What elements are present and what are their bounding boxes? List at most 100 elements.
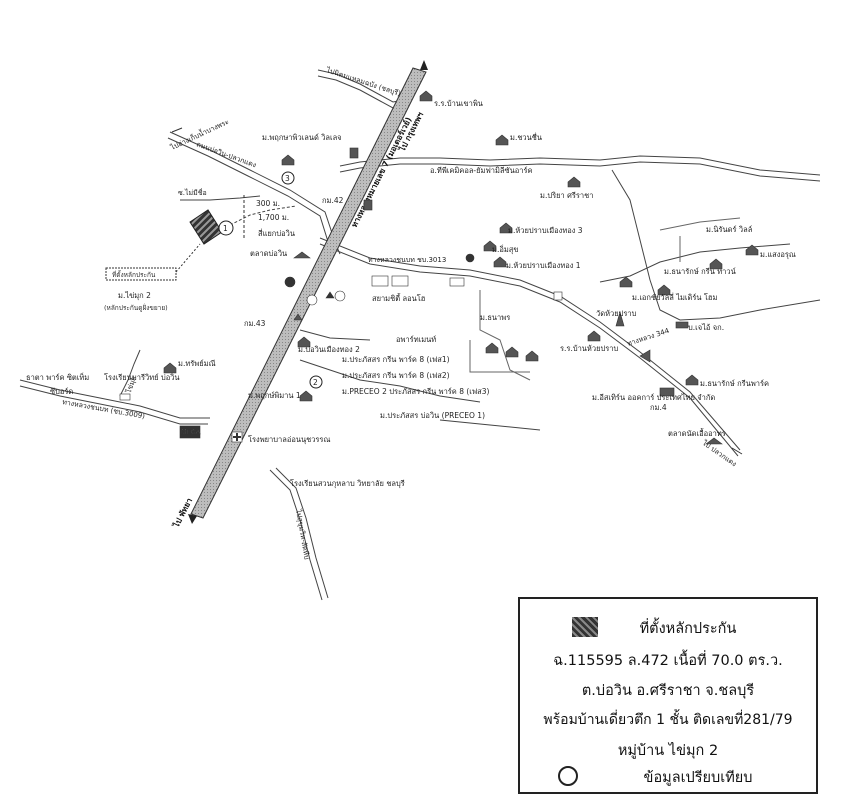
building-icon — [675, 321, 689, 329]
highway-7: ทางหลวงหมายเลข 7 (มอเตอร์เวย์) ไป กรุงเท… — [170, 60, 428, 530]
comparable-marker-2 — [309, 375, 323, 389]
distance-1700: 1,700 ม. — [258, 213, 289, 222]
label-factory-top: อ.ทีพีเคมิคอล-ยัมฟามิลีซันอาร์ค — [430, 166, 533, 175]
house-icon — [493, 256, 507, 268]
label-hospital: โรงพยาบาลอ่อนนุชวรรณ — [248, 435, 330, 444]
makro-icon — [179, 425, 201, 439]
market-icon — [705, 437, 723, 445]
road-top-east — [339, 155, 821, 176]
tree-icon — [325, 291, 335, 299]
legend-circle-icon — [558, 766, 578, 786]
house-icon — [567, 176, 581, 188]
house-icon — [685, 374, 699, 386]
road-arrow-west — [171, 127, 183, 133]
makro-label: MEGA — [181, 428, 201, 436]
label-sriracha-eastern: ซีบอร์ด — [50, 387, 73, 396]
road-label-344: ทางหลวง 344 — [626, 327, 671, 348]
building-icon — [659, 387, 675, 397]
road-left-lower — [119, 349, 141, 397]
house-icon — [419, 90, 433, 102]
legend-hatch-swatch — [572, 617, 598, 637]
house-icon — [505, 346, 519, 358]
road-right-branch — [611, 169, 821, 321]
tree-icon — [284, 276, 296, 288]
comparable-number-2: 2 — [313, 378, 318, 387]
house-icon — [745, 244, 759, 256]
building-icon — [119, 393, 131, 401]
label-company-right: บ.เจไอ้ จก. — [688, 323, 724, 332]
road-arrow-pluak — [731, 447, 743, 455]
road-label-3009: ทางหลวงชนบท (ชบ.3009) — [62, 398, 146, 420]
warehouse-icon — [449, 277, 465, 287]
road-network — [19, 69, 821, 601]
subject-leader — [175, 243, 201, 273]
subject-marker-number: 1 — [223, 224, 228, 233]
subject-parcel — [189, 209, 223, 245]
house-icon — [299, 390, 313, 402]
road-local-1 — [299, 359, 481, 403]
label-m-noble: ม.นิรันดร์ วิลล์ — [706, 225, 752, 234]
label-scg: สยามชิตี้ ลอนโฮ — [372, 293, 425, 303]
label-bowin-market: ตลาดบ่อวิน — [250, 249, 287, 258]
highway-north-arrow — [420, 60, 428, 70]
label-m-saensuk: ม.แสงอรุณ — [760, 250, 796, 259]
road-label-sukhumvit: ไปสุขุมวิท-สัตหีบ — [294, 508, 312, 560]
label-m-pariya: ม.ปริยา ศรีราชา — [540, 191, 593, 200]
house-icon — [281, 154, 295, 166]
label-apartment: อพาร์ทเมนท์ — [396, 335, 436, 344]
label-prasertsap-green8b: ม.ประภัสสร กรีน พาร์ค 8 (เฟส2) — [342, 371, 450, 380]
legend-building: พร้อมบ้านเดี่ยวตึก 1 ชั้น ติดเลขที่281/7… — [543, 712, 793, 728]
highway-south-arrow — [188, 514, 197, 524]
label-km43: กม.43 — [244, 319, 266, 328]
house-icon — [709, 258, 723, 270]
road-3009-2 — [19, 385, 208, 425]
label-m-phumarin: ม.พฤกษ์พิมาน 1 — [248, 391, 301, 400]
legend-location: ต.บ่อวิน อ.ศรีราชา จ.ชลบุรี — [581, 683, 755, 699]
house-icon — [499, 222, 513, 234]
road-soi-subject — [229, 205, 297, 226]
road-south-2 — [275, 467, 329, 599]
subject-marker — [218, 220, 234, 236]
label-bowin-junction: สี่แยกบ่อวิน — [258, 228, 295, 238]
road-top-east-2 — [339, 161, 821, 182]
house-icon — [587, 330, 601, 342]
label-km42: กม.42 — [322, 196, 344, 205]
road-label-soi: ซ.ไม่มีชื่อ — [178, 188, 207, 197]
highway-band — [190, 67, 427, 519]
distance-annotations: 300 ม. 1,700 ม. — [243, 195, 289, 240]
comparable-marker-3 — [281, 171, 295, 185]
legend-box: ที่ตั้งหลักประกัน ฉ.115595 ล.472 เนื้อที… — [518, 597, 818, 794]
house-icon — [619, 276, 633, 288]
road-3009 — [19, 379, 210, 419]
label-m-khaomin: ม.ชวนชื่น — [510, 132, 542, 142]
distance-300: 300 ม. — [256, 199, 280, 208]
label-market-sunday: ตลาดนัดเอื้ออาทร — [668, 428, 726, 438]
label-tak-taweesap: ธาตา พาร์ค ซิตเท็ม — [26, 372, 89, 382]
label-m-ruayrung: ม.อิ่มสุข — [492, 244, 518, 254]
warehouse-icon — [391, 275, 409, 287]
label-m-green-town: ม.ธนารักษ์ กรีน ทาวน์ — [664, 267, 736, 276]
fuel-icon — [465, 253, 475, 263]
label-m-thanapong: ม.ธนาพร — [480, 313, 510, 322]
label-m-huaypraphong3: ม.ห้วยปราบเมืองทอง 3 — [508, 226, 583, 235]
house-icon — [495, 134, 509, 146]
house-icon — [657, 284, 671, 296]
legend-deed: ฉ.115595 ล.472 เนื้อที่ 70.0 ตร.ว. — [553, 653, 783, 669]
label-m-pruksa-top: ม.พฤกษาพิวเลนด์ วิลเลจ — [262, 133, 342, 142]
subject-box-label: ที่ตั้งหลักประกัน — [112, 270, 156, 279]
building-icon — [363, 199, 373, 211]
road-label-331: ทางหลวงชนบท ชบ.3013 — [368, 256, 446, 264]
legend-comparable-label: ข้อมูลเปรียบเทียบ — [643, 770, 753, 786]
house-icon — [483, 240, 497, 252]
comparable-number-3: 3 — [285, 174, 290, 183]
market-icon — [293, 251, 311, 259]
comparable-markers: 3 2 — [281, 171, 323, 389]
label-school-top: ร.ร.บ้านเขาพิน — [434, 99, 483, 108]
legend-village: หมู่บ้าน ไข่มุก 2 — [617, 743, 719, 759]
circle-icon — [334, 290, 346, 302]
road-331-main — [319, 237, 741, 451]
hospital-cross-icon — [233, 433, 241, 441]
road-label-phanat: ไปนิคมแหลมฉบัง (ชลบุรี) — [324, 65, 402, 98]
label-km4: กม.4 — [650, 403, 667, 412]
